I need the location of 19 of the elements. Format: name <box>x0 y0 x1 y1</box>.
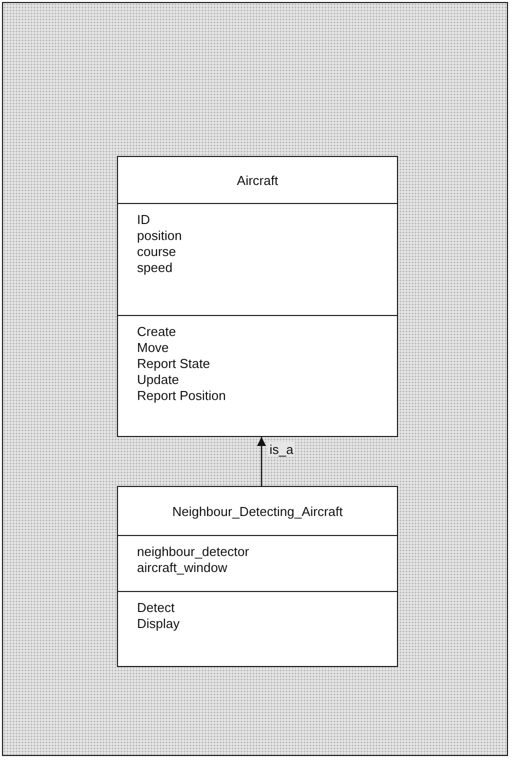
operation-text: Update <box>137 372 179 388</box>
class-box <box>117 486 398 667</box>
attribute-text: position <box>137 228 182 244</box>
attribute-text: course <box>137 244 176 260</box>
operation-text: Display <box>137 616 180 632</box>
edge-label: is_a <box>268 442 296 456</box>
class-name: Aircraft <box>236 172 278 188</box>
class-box <box>117 156 398 437</box>
operation-text: Report State <box>137 356 210 372</box>
class-name: Neighbour_Detecting_Aircraft <box>172 504 343 518</box>
inheritance-arrow <box>257 437 266 486</box>
operation-text: Move <box>137 340 169 356</box>
operation-text: Report Position <box>137 388 226 404</box>
attribute-text: neighbour_detector <box>137 544 250 560</box>
attribute-text: ID <box>137 212 150 228</box>
attribute-text: aircraft_window <box>137 560 228 576</box>
operation-text: Detect <box>137 600 175 616</box>
attribute-text: speed <box>137 260 172 276</box>
operation-text: Create <box>137 324 176 340</box>
